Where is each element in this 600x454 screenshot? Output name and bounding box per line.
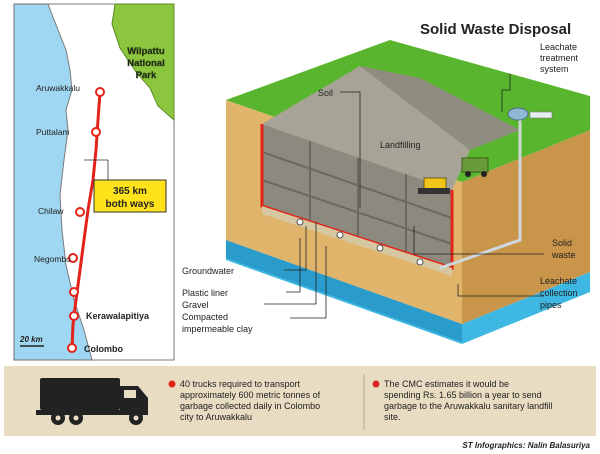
town-chilaw: Chilaw [38, 206, 64, 216]
label-leachate-pipes-2: collection [540, 288, 578, 298]
leachate-pipe-dots [296, 218, 424, 266]
label-soil: Soil [318, 88, 333, 98]
credit-line: ST Infographics: Nalin Balasuriya [462, 441, 590, 450]
fact-cmc-3: garbage to the Aruwakkalu sanitary landf… [384, 401, 553, 411]
label-clay-2: impermeable clay [182, 324, 253, 334]
label-landfilling: Landfilling [380, 140, 421, 150]
label-plastic-liner: Plastic liner [182, 288, 228, 298]
park-label-2: National [127, 58, 164, 69]
leachate-pipe [439, 110, 522, 270]
dump-truck-icon [461, 157, 489, 177]
location-map: Wilpattu National Park Aruwakkalu Puttal… [13, 3, 175, 361]
fact-trucks-2: approximately 600 metric tonnes of [180, 390, 321, 400]
distance-km: 365 km [113, 186, 147, 197]
distance-box [93, 179, 167, 213]
facts-panel: 40 trucks required to transport approxim… [4, 366, 596, 436]
label-leachate-treatment-2: treatment [540, 53, 579, 63]
park-label-1: Wilpattu [127, 46, 165, 57]
treatment-tank [507, 107, 529, 121]
diagram-title: Solid Waste Disposal [420, 21, 571, 38]
fact-trucks-4: city to Aruwakkalu [180, 412, 252, 422]
bullet-2 [372, 380, 380, 388]
label-clay-1: Compacted [182, 312, 228, 322]
label-groundwater: Groundwater [182, 266, 234, 276]
wilpattu-park-area [111, 3, 175, 122]
town-markers [67, 87, 105, 353]
groundwater-layer [226, 240, 590, 344]
town-puttalam: Puttalam [36, 127, 70, 137]
label-leachate-pipes-3: pipes [540, 300, 562, 310]
landfill-cross-section [226, 40, 590, 344]
label-leachate-treatment-1: Leachate [540, 42, 577, 52]
fact-trucks-3: garbage collected daily in Colombo [180, 401, 320, 411]
park-label-3: Park [136, 70, 157, 81]
fact-trucks-1: 40 trucks required to transport [180, 379, 301, 389]
bullet-1 [168, 380, 176, 388]
fact-cmc-1: The CMC estimates it would be [384, 379, 509, 389]
label-leachate-treatment-3: system [540, 64, 569, 74]
bulldozer-icon [418, 177, 450, 194]
scale-label: 20 km [19, 335, 43, 344]
town-colombo: Colombo [84, 344, 123, 354]
truck-icon [36, 378, 148, 425]
fact-cmc-2: spending Rs. 1.65 billion a year to send [384, 390, 542, 400]
landfill-mound [262, 66, 470, 190]
town-negombo: Negombo [34, 254, 71, 264]
label-leachate-pipes-1: Leachate [540, 276, 577, 286]
gravel-layer [262, 206, 452, 276]
label-solid-waste-1: Solid [552, 238, 572, 248]
label-gravel: Gravel [182, 300, 209, 310]
town-aruwakkalu: Aruwakkalu [36, 83, 80, 93]
town-kerawalapitiya: Kerawalapitiya [86, 311, 150, 321]
distance-both-ways: both ways [106, 199, 155, 210]
fact-cmc-4: site. [384, 412, 401, 422]
callout-lines [264, 74, 544, 319]
label-solid-waste-2: waste [551, 250, 576, 260]
